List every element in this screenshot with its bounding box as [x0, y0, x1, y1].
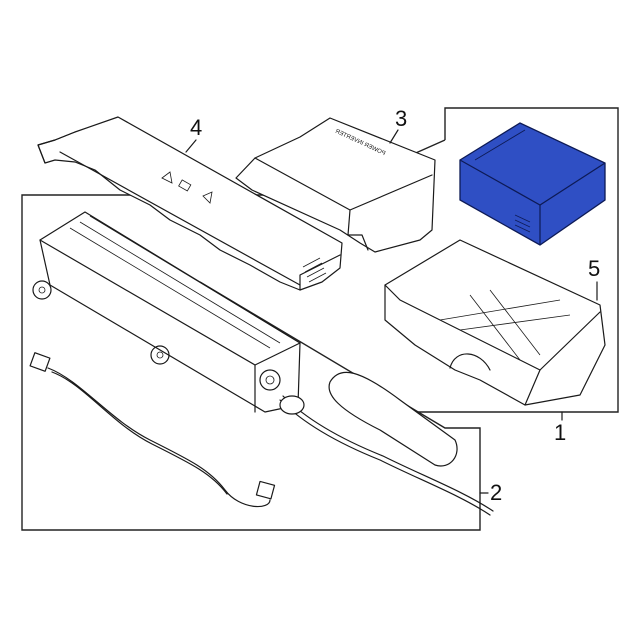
leader-lines: [185, 129, 598, 494]
callout-5: 5: [588, 256, 601, 281]
upper-cover-part-4[interactable]: [37, 116, 343, 291]
callout-1: 1: [554, 420, 567, 445]
group-frame-2: [21, 194, 481, 531]
protective-sleeve[interactable]: [328, 371, 458, 467]
wiring-harness-right[interactable]: [279, 395, 494, 516]
inverter-module[interactable]: [459, 122, 606, 246]
callout-2: 2: [490, 480, 503, 505]
mounting-bracket-part-5[interactable]: [384, 239, 606, 406]
wiring-harness-left[interactable]: [29, 352, 276, 508]
power-inverter-cover-part-3[interactable]: POWER INVERTER: [235, 117, 436, 253]
callout-3: 3: [395, 106, 408, 131]
callout-4: 4: [190, 115, 203, 140]
